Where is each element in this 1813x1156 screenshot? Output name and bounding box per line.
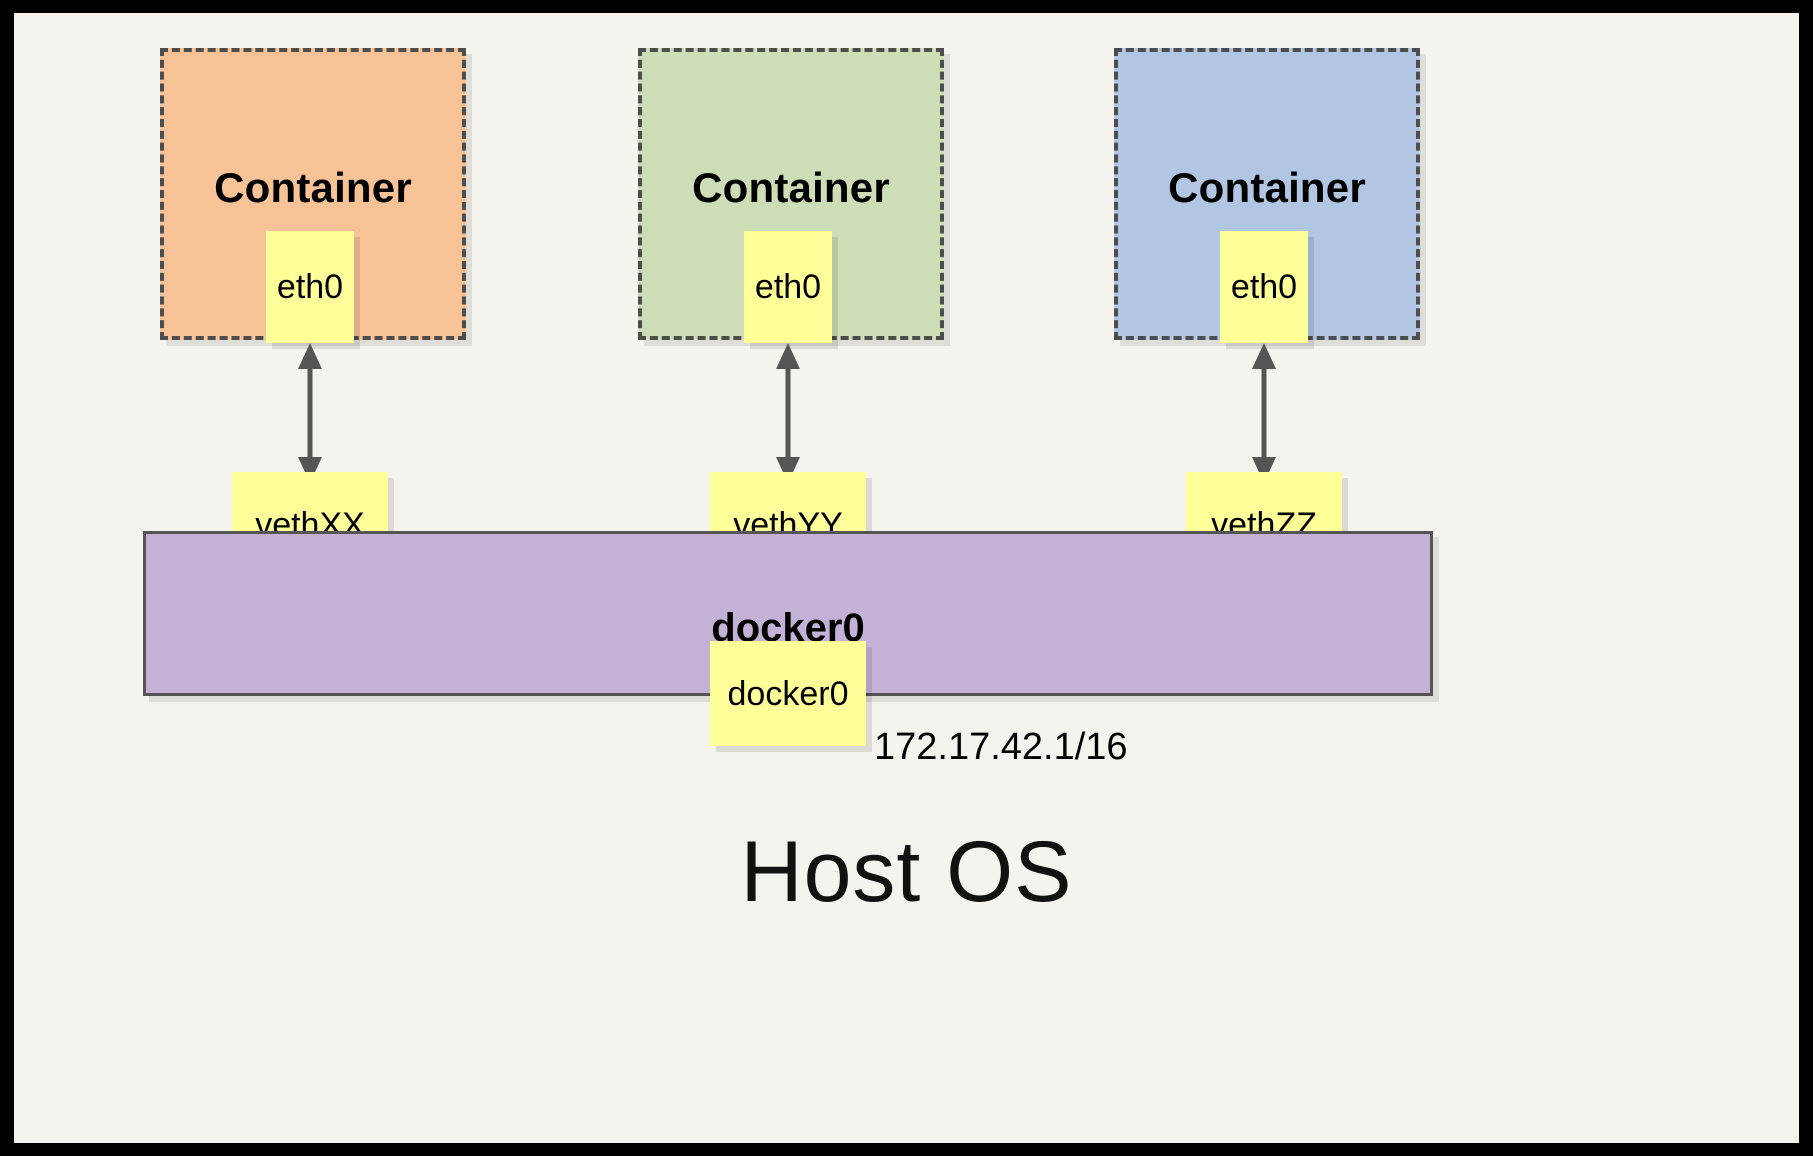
eth0-box-1: eth0 xyxy=(266,231,354,343)
docker0-interface-box: docker0 xyxy=(710,641,866,746)
eth0-box-2: eth0 xyxy=(744,231,832,343)
veth-link-arrow-2 xyxy=(776,343,800,483)
diagram-page: Container eth0 vethXX Container eth0 vet… xyxy=(14,13,1799,1143)
container-title-3: Container xyxy=(1168,164,1366,211)
container-box-2: Container xyxy=(638,48,944,340)
veth-link-arrow-1 xyxy=(298,343,322,483)
veth-link-arrow-3 xyxy=(1252,343,1276,483)
host-os-title: Host OS xyxy=(740,824,1073,920)
eth0-box-3: eth0 xyxy=(1220,231,1308,343)
docker0-ip-label: 172.17.42.1/16 xyxy=(874,726,1128,768)
container-title-1: Container xyxy=(214,164,412,211)
container-title-2: Container xyxy=(692,164,890,211)
